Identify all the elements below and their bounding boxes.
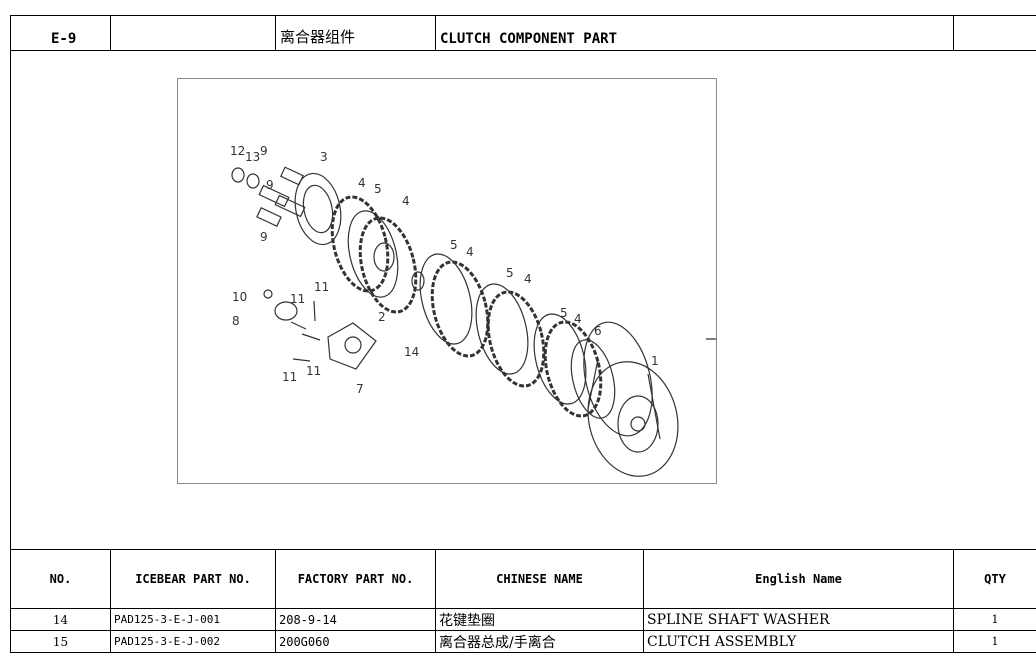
header-qty: QTY [953,549,1036,609]
table-row: 15 PAD125-3-E-J-002 200G060 离合器总成/手离合 CL… [10,630,1036,653]
plate-6 [570,339,616,419]
svg-text:4: 4 [574,312,582,326]
svg-text:9: 9 [266,178,274,192]
header-chinese-name: CHINESE NAME [435,549,644,609]
clutch-springs-9 [256,166,306,227]
exploded-diagram-frame: 12 13 9 3 9 9 4 5 4 2 14 5 4 5 4 5 4 [177,78,734,484]
section-code-cell: E-9 [10,16,110,50]
friction-plate-4b [358,216,418,314]
svg-text:5: 5 [560,306,568,320]
svg-text:4: 4 [466,245,474,259]
cell-chinese-name: 花键垫圈 [435,608,644,631]
svg-text:13: 13 [245,150,260,164]
svg-text:2: 2 [378,310,386,324]
section-code: E-9 [51,31,77,47]
cell-icebear-part-no: PAD125-3-E-J-001 [110,608,276,631]
svg-text:4: 4 [358,176,366,190]
bolts-11 [290,300,321,362]
header-factory-part-no: FACTORY PART NO. [275,549,436,609]
title-chinese: 离合器组件 [280,28,356,46]
clutch-housing-1 [583,321,679,477]
svg-text:7: 7 [356,382,364,396]
cell-no: 15 [10,630,111,653]
header-icebear-part-no: ICEBEAR PART NO. [110,549,276,609]
svg-text:9: 9 [260,144,268,158]
svg-text:12: 12 [230,144,245,158]
washer-part-13 [246,173,260,189]
clutch-hub-2 [373,242,395,272]
svg-text:5: 5 [450,238,458,252]
header-no: NO. [10,549,111,609]
bolt-10 [263,289,273,299]
table-header-row: NO. ICEBEAR PART NO. FACTORY PART NO. CH… [10,549,1036,609]
diagram-callouts: 12 13 9 3 9 9 4 5 4 2 14 5 4 5 4 5 4 [230,144,733,396]
pressure-plate-3 [294,172,342,246]
svg-text:14: 14 [404,345,419,359]
svg-text:5: 5 [506,266,514,280]
washer-part-12 [231,167,245,183]
title-english-cell: CLUTCH COMPONENT PART [435,16,953,50]
svg-text:5: 5 [374,182,382,196]
cell-factory-part-no: 208-9-14 [275,608,436,631]
svg-text:11: 11 [314,280,329,294]
figure-area: 12 13 9 3 9 9 4 5 4 2 14 5 4 5 4 5 4 [10,49,1036,549]
steel-plate-5c [475,283,529,375]
svg-text:9: 9 [260,230,268,244]
svg-text:10: 10 [232,290,247,304]
lifter-plate-7 [327,322,377,370]
steel-plate-5a [347,210,399,298]
svg-text:11: 11 [306,364,321,378]
svg-text:8: 8 [232,314,240,328]
cell-english-name: SPLINE SHAFT WASHER [643,608,954,631]
svg-text:4: 4 [524,272,532,286]
friction-plate-4c [430,260,490,358]
catalog-header: E-9 离合器组件 CLUTCH COMPONENT PART [10,15,1036,51]
empty-header-cell [110,16,275,50]
clutch-exploded-diagram: 12 13 9 3 9 9 4 5 4 2 14 5 4 5 4 5 4 [230,144,734,477]
svg-text:1: 1 [651,354,659,368]
svg-text:4: 4 [402,194,410,208]
table-row: 14 PAD125-3-E-J-001 208-9-14 花键垫圈 SPLINE… [10,608,1036,631]
cell-english-name: CLUTCH ASSEMBLY [643,630,954,653]
title-chinese-cell: 离合器组件 [275,16,435,50]
empty-header-cell-right [953,16,1036,50]
friction-plate-4a [330,195,390,293]
cell-chinese-name: 离合器总成/手离合 [435,630,644,653]
cell-no: 14 [10,608,111,631]
svg-text:11: 11 [290,292,305,306]
title-english: CLUTCH COMPONENT PART [440,31,618,47]
cell-qty: 1 [953,630,1036,653]
spline-washer-14 [411,271,425,291]
cell-icebear-part-no: PAD125-3-E-J-002 [110,630,276,653]
steel-plate-5b [419,253,473,345]
cell-factory-part-no: 200G060 [275,630,436,653]
header-english-name: English Name [643,549,954,609]
parts-table: NO. ICEBEAR PART NO. FACTORY PART NO. CH… [10,549,1036,653]
friction-plate-4d [486,290,546,388]
steel-plate-5d [533,313,587,405]
cell-qty: 1 [953,608,1036,631]
svg-text:6: 6 [594,324,602,338]
cam-part-8 [274,301,298,321]
svg-text:11: 11 [282,370,297,384]
svg-text:3: 3 [320,150,328,164]
friction-plate-4e [543,320,603,418]
